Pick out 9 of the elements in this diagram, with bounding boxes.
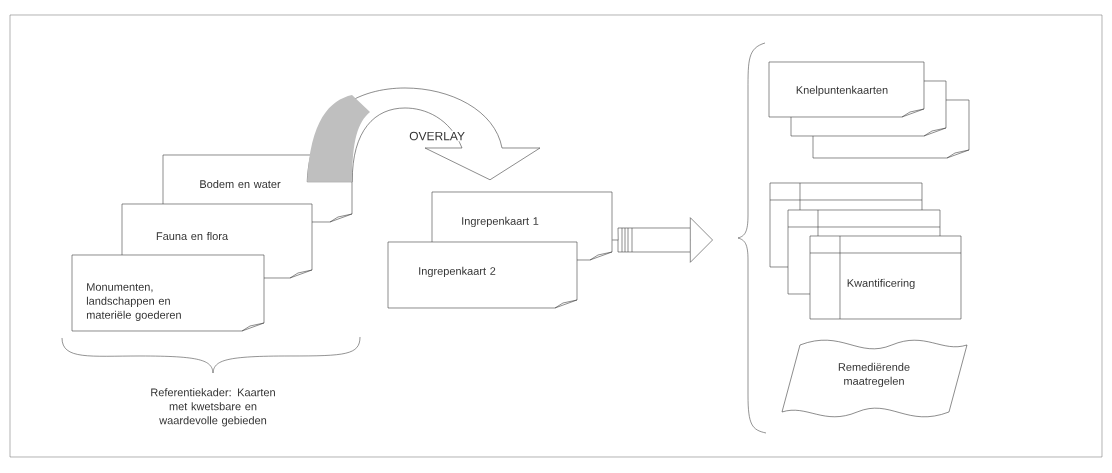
- document-page: Monumenten, landschappen en materiële goederen: [71, 254, 265, 332]
- block-arrow: [611, 217, 713, 263]
- edge-label: OVERLAY: [408, 130, 466, 142]
- band-shading: [307, 95, 370, 182]
- wavy-banner: Remediërende maatregelen: [781, 339, 968, 418]
- caption-text: Referentiekader: Kaarten met kwetsbare en waardevolle gebieden: [151, 388, 275, 427]
- document-page: Knelpuntenkaarten: [768, 61, 925, 118]
- document-page: Ingrepenkaart 2: [387, 241, 578, 309]
- table-page: Kwantificering: [809, 235, 962, 320]
